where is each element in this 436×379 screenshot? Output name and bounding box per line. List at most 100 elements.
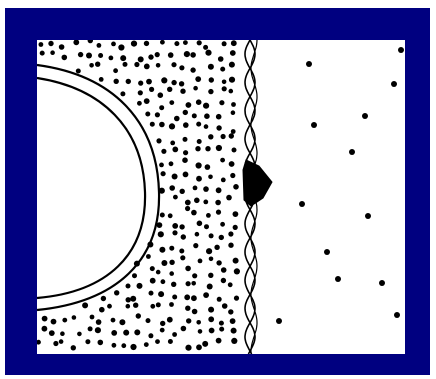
particle-dot	[138, 56, 144, 62]
particle-dot	[196, 176, 202, 182]
particle-dot	[171, 62, 176, 67]
particle-dot	[172, 223, 178, 229]
particle-dot	[203, 186, 209, 192]
particle-dot	[123, 330, 129, 336]
particle-dot	[196, 344, 202, 350]
particle-dot	[192, 273, 197, 278]
particle-dot	[206, 213, 211, 218]
particle-dot	[216, 145, 222, 151]
particle-dot	[215, 200, 221, 206]
particle-dot	[95, 327, 101, 333]
particle-dot	[156, 63, 161, 68]
particle-dot	[98, 53, 103, 58]
particle-dot	[146, 254, 151, 259]
particle-dot	[42, 326, 48, 332]
particle-dot	[88, 326, 93, 331]
particle-dot	[203, 103, 209, 109]
particle-dot	[159, 163, 164, 168]
particle-dot	[229, 62, 235, 68]
particle-dot	[131, 41, 137, 47]
particle-dot	[216, 187, 222, 193]
particle-dot	[195, 146, 200, 151]
particle-dot	[71, 345, 76, 350]
particle-dot	[202, 341, 208, 347]
particle-dot	[180, 189, 185, 194]
particle-dot	[149, 291, 154, 296]
particle-dot	[221, 267, 227, 273]
particle-dot	[180, 89, 185, 94]
particle-dot	[78, 52, 83, 57]
particle-dot	[208, 89, 213, 94]
particle-dot	[203, 292, 209, 298]
particle-dot	[51, 319, 57, 325]
particle-dot	[144, 64, 150, 70]
particle-dot	[216, 125, 221, 130]
particle-dot	[37, 340, 41, 345]
particle-dot	[114, 79, 119, 84]
particle-dot	[183, 40, 188, 45]
particle-dot	[172, 332, 177, 337]
particle-dot	[182, 157, 188, 163]
particle-dot	[169, 123, 175, 129]
particle-dot	[42, 316, 48, 322]
particle-dot	[219, 235, 224, 240]
particle-dot	[209, 233, 214, 238]
particle-dot	[158, 92, 164, 98]
particle-dot	[144, 342, 149, 347]
particle-dot	[149, 87, 154, 92]
particle-dot	[231, 40, 237, 46]
particle-dot	[193, 243, 198, 248]
particle-dot	[186, 102, 192, 108]
particle-dot	[119, 319, 125, 325]
particle-dot	[216, 338, 222, 344]
particle-dot	[136, 313, 141, 318]
particle-dot	[195, 76, 201, 82]
particle-dot	[183, 150, 188, 155]
particle-dot	[233, 184, 239, 190]
particle-dot	[196, 162, 202, 168]
particle-dot	[49, 330, 55, 336]
particle-dot	[233, 258, 239, 264]
particle-dot	[169, 260, 174, 265]
particle-dot	[226, 195, 232, 201]
particle-dot	[208, 175, 213, 180]
particle-dot	[207, 284, 213, 290]
particle-dot	[169, 302, 174, 307]
particle-dot	[221, 178, 226, 183]
particle-dot	[196, 320, 201, 325]
particle-dot	[179, 65, 184, 70]
particle-dot	[184, 294, 190, 300]
particle-dot	[156, 270, 161, 275]
particle-dot	[159, 247, 165, 253]
particle-dot	[234, 268, 240, 274]
particle-dot	[185, 206, 190, 211]
particle-dot	[229, 161, 235, 167]
particle-dot	[169, 100, 174, 105]
particle-dot	[169, 246, 174, 251]
particle-dot	[230, 50, 236, 56]
particle-dot	[186, 281, 191, 286]
particle-dot	[158, 291, 164, 297]
particle-dot	[73, 40, 79, 45]
particle-dot	[183, 137, 188, 142]
particle-dot	[62, 318, 67, 323]
particle-dot	[99, 307, 105, 313]
particle-dot	[379, 280, 385, 286]
particle-dot	[219, 327, 224, 332]
particle-dot	[180, 255, 185, 260]
particle-dot	[72, 315, 77, 320]
particle-dot	[181, 234, 186, 239]
particle-dot	[196, 122, 201, 127]
particle-dot	[138, 81, 143, 86]
particle-dot	[183, 172, 189, 178]
particle-dot	[76, 69, 81, 74]
particle-dot	[214, 245, 219, 250]
particle-dot	[161, 77, 167, 83]
particle-dot	[181, 326, 187, 332]
particle-dot	[62, 55, 68, 61]
particle-dot	[126, 304, 131, 309]
particle-dot	[196, 99, 202, 105]
particle-dot	[230, 318, 236, 324]
particle-dot	[88, 40, 93, 43]
particle-dot	[228, 282, 233, 287]
